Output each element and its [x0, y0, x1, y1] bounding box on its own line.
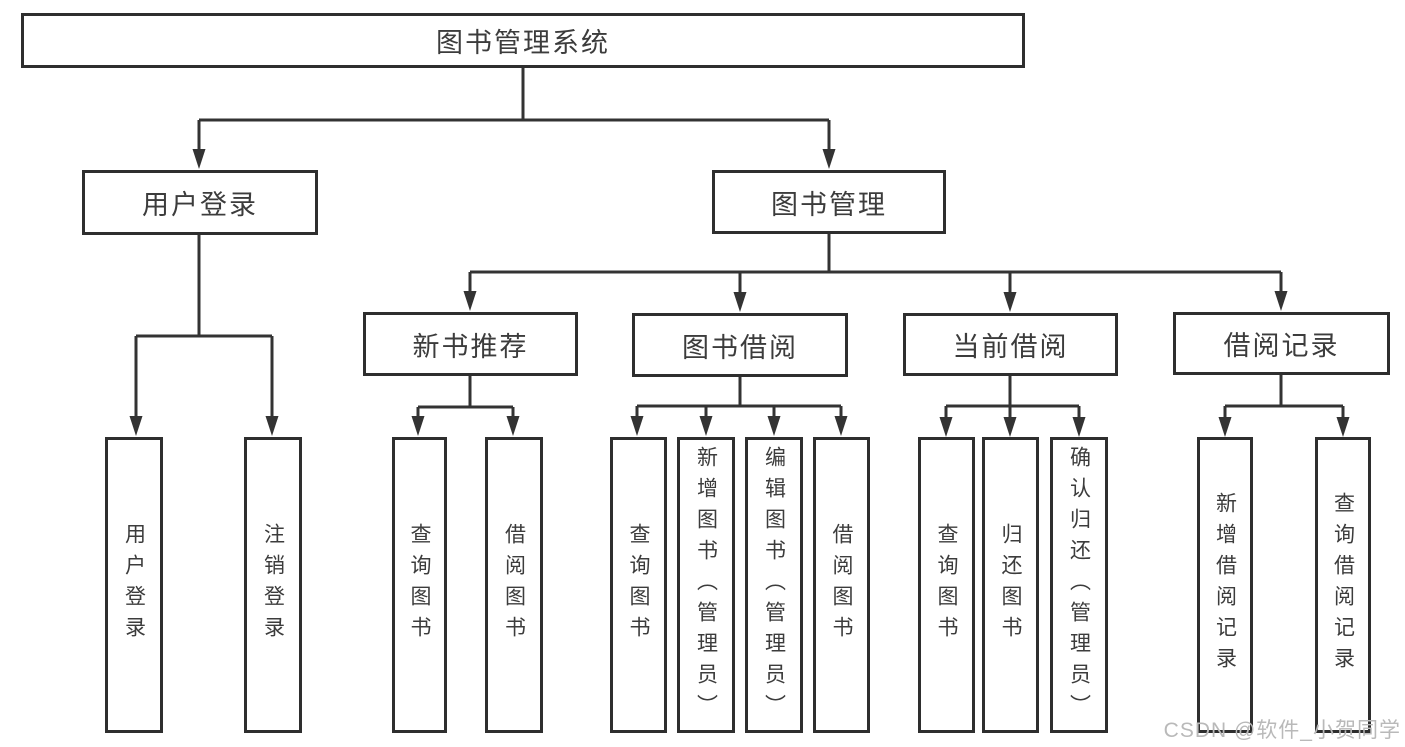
arrowhead: [129, 416, 143, 436]
leaf-user-login: 用户登录: [105, 437, 163, 733]
leaf-record-query-label: 查询借阅记录: [1331, 492, 1355, 678]
node-user-login: 用户登录: [82, 170, 318, 235]
leaf-record-add-label: 新增借阅记录: [1213, 492, 1237, 678]
node-book-borrow: 图书借阅: [632, 313, 848, 377]
arrowhead: [1336, 417, 1350, 437]
arrowhead: [506, 416, 520, 436]
leaf-logout-label: 注销登录: [261, 523, 285, 647]
leaf-current-query: 查询图书: [918, 437, 975, 733]
leaf-borrow-query: 查询图书: [610, 437, 667, 733]
arrowhead: [1072, 417, 1086, 437]
arrowhead: [463, 291, 477, 311]
arrowhead: [265, 416, 279, 436]
leaf-user-login-label: 用户登录: [122, 523, 146, 647]
arrowhead: [939, 417, 953, 437]
arrowhead: [1003, 417, 1017, 437]
arrowhead: [699, 416, 713, 436]
node-root-label: 图书管理系统: [436, 28, 610, 58]
leaf-borrow-borrow: 借阅图书: [813, 437, 870, 733]
leaf-current-confirm-label: 确认归还（管理员）: [1067, 445, 1091, 725]
leaf-borrow-edit-label: 编辑图书（管理员）: [762, 445, 786, 725]
leaf-logout: 注销登录: [244, 437, 302, 733]
node-new-book: 新书推荐: [363, 312, 578, 376]
leaf-record-add: 新增借阅记录: [1197, 437, 1253, 733]
leaf-borrow-add: 新增图书（管理员）: [677, 437, 735, 733]
arrowhead: [192, 149, 206, 169]
leaf-record-query: 查询借阅记录: [1315, 437, 1371, 733]
arrowhead: [1003, 292, 1017, 312]
node-borrow-record: 借阅记录: [1173, 312, 1390, 375]
arrowhead: [733, 292, 747, 312]
leaf-current-confirm: 确认归还（管理员）: [1050, 437, 1108, 733]
node-new-book-label: 新书推荐: [412, 331, 529, 362]
leaf-newbook-borrow: 借阅图书: [485, 437, 543, 733]
leaf-current-return: 归还图书: [982, 437, 1039, 733]
arrowhead: [767, 416, 781, 436]
node-book-mgmt: 图书管理: [712, 170, 946, 234]
arrowhead: [834, 416, 848, 436]
arrowhead: [1218, 417, 1232, 437]
arrowhead: [822, 149, 836, 169]
node-book-borrow-label: 图书借阅: [682, 332, 798, 363]
leaf-current-query-label: 查询图书: [935, 523, 958, 647]
node-root: 图书管理系统: [21, 13, 1025, 68]
node-borrow-record-label: 借阅记录: [1223, 331, 1340, 361]
leaf-newbook-query: 查询图书: [392, 437, 447, 733]
node-current-borrow: 当前借阅: [903, 313, 1118, 376]
node-current-borrow-label: 当前借阅: [952, 332, 1069, 362]
node-user-login-label: 用户登录: [142, 190, 258, 220]
arrowhead: [411, 416, 425, 436]
leaf-borrow-query-label: 查询图书: [627, 523, 650, 647]
node-book-mgmt-label: 图书管理: [771, 189, 887, 220]
arrowhead: [630, 416, 644, 436]
leaf-newbook-borrow-label: 借阅图书: [502, 523, 526, 647]
csdn-watermark: CSDN @软件_小贺同学: [1163, 719, 1401, 742]
leaf-borrow-borrow-label: 借阅图书: [830, 523, 853, 647]
arrowhead: [1274, 291, 1288, 311]
leaf-current-return-label: 归还图书: [999, 523, 1022, 647]
leaf-borrow-add-label: 新增图书（管理员）: [694, 445, 718, 725]
leaf-newbook-query-label: 查询图书: [408, 523, 431, 647]
leaf-borrow-edit: 编辑图书（管理员）: [745, 437, 803, 733]
